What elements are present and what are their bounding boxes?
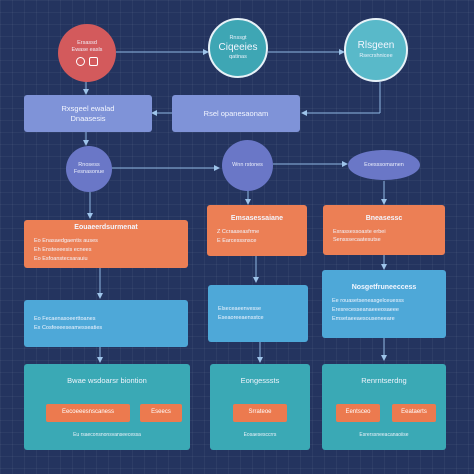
node-c3-line2: Rsecrshnicee xyxy=(359,52,393,59)
node-b2-row: Eseaoreeaensstce xyxy=(218,314,264,321)
node-c1[interactable]: Ersassd Ewase easls xyxy=(58,24,116,82)
node-r2[interactable]: Rsel opanesaonam xyxy=(172,95,300,132)
node-t3-sub1-label: Eentsceo xyxy=(345,409,371,416)
node-t1-foot: Eu rsaeconsnonsvanseecessa xyxy=(73,432,141,438)
node-r2-line1: Rsel opanesaonam xyxy=(203,108,269,118)
node-r1[interactable]: Rxsgeel ewalad Dnaasesis xyxy=(24,95,152,132)
node-t3-title: Renrntserdng xyxy=(361,376,407,385)
node-c2-line1: Rnssgt xyxy=(229,34,247,41)
node-t3-sub2-label: Eeataerts xyxy=(401,409,427,416)
node-o1-title: Eouaeerdsurmenat xyxy=(74,224,138,232)
node-c1-line2: Ewase easls xyxy=(71,47,103,53)
node-o1-row: Eo Esfoanstecsarauiu xyxy=(34,255,88,262)
node-o3-row: Sensssecaatesutse xyxy=(333,237,381,244)
node-t1-sub1[interactable]: Eecoeeesnscaness xyxy=(46,404,130,422)
node-t2-sub1[interactable]: Srrateoe xyxy=(233,404,287,422)
node-b2[interactable]: Elseceaeenvesse Eseaoreeaensstce xyxy=(208,285,308,342)
node-o2-row: Z Ccraaseasfrme xyxy=(217,229,260,235)
node-e3[interactable]: Eoesssomarnen xyxy=(348,150,420,180)
node-o3[interactable]: Bneasessc Exrassessoaste erbei Senssseca… xyxy=(323,205,445,255)
node-b1-row: Eo Fecaenasoeerttoanes xyxy=(34,315,96,322)
node-e2-line1: Wnn rstones xyxy=(232,162,263,169)
node-t3-sub2[interactable]: Eeataerts xyxy=(392,404,436,422)
node-b3-row: Ee rouasetseneasgelceuesss xyxy=(332,298,404,305)
node-o3-row: Exrassessoaste erbei xyxy=(333,228,386,235)
node-b1[interactable]: Eo Fecaenasoeerttoanes Ex Cosfeeeeseames… xyxy=(24,300,188,347)
gear-icon xyxy=(76,56,85,66)
node-r1-line1: Rxsgeel ewalad xyxy=(61,104,115,114)
node-t3-sub1[interactable]: Eentsceo xyxy=(336,404,380,422)
node-t2-foot: Eosaesesccrrs xyxy=(243,432,277,438)
node-o2-title: Emsasessaiane xyxy=(230,215,284,223)
person-icon xyxy=(89,56,98,66)
node-c2[interactable]: Rnssgt Ciqeeies qatinas xyxy=(208,18,268,78)
node-t1-sub2-label: Eseecs xyxy=(151,409,171,416)
node-b3-row: Eresrecesseanaeeeosaeee xyxy=(332,306,399,313)
node-o1-row: Eo Enasaedgaentis auses xyxy=(34,238,98,245)
node-t1[interactable]: Bwae wsdoarsr biontion Eecoeeesnscaness … xyxy=(24,364,190,450)
node-c2-line3: qatinas xyxy=(229,54,247,61)
node-c1-icons xyxy=(76,56,98,66)
node-b1-row: Ex Cosfeeeeseamesseaties xyxy=(34,324,103,331)
node-t1-sub2[interactable]: Eseecs xyxy=(140,404,182,422)
node-b3-row: Emsetaeeaesouseneeare xyxy=(332,315,395,322)
node-t3[interactable]: Renrntserdng Eentsceo Eeataerts Esrerssn… xyxy=(322,364,446,450)
node-c1-line1: Ersassd xyxy=(77,40,97,47)
node-t2[interactable]: Eongesssts Srrateoe Eosaesesccrrs xyxy=(210,364,310,450)
node-o3-title: Bneasessc xyxy=(365,214,403,222)
node-b3-title: Nosgetfruneeccess xyxy=(351,284,417,292)
node-b3[interactable]: Nosgetfruneeccess Ee rouasetseneasgelceu… xyxy=(322,270,446,338)
node-o1[interactable]: Eouaeerdsurmenat Eo Enasaedgaentis auses… xyxy=(24,220,188,268)
node-e2[interactable]: Wnn rstones xyxy=(222,140,273,191)
node-o1-row: Eh Ensteeeesis ecnees xyxy=(34,246,92,253)
node-e1-line2: Fesnasonue xyxy=(73,169,105,175)
node-t2-title: Eongesssts xyxy=(240,376,280,385)
node-c2-line2: Ciqeeies xyxy=(218,41,258,53)
node-e1[interactable]: Rnosess Fesnasonue xyxy=(66,146,112,192)
node-r1-line2: Dnaasesis xyxy=(70,113,106,123)
node-t1-sub1-label: Eecoeeesnscaness xyxy=(61,409,115,416)
node-t3-foot: Esrerssneeacanaoiise xyxy=(359,432,409,438)
node-e1-line1: Rnosess xyxy=(78,162,100,169)
node-b2-row: Elseceaeenvesse xyxy=(218,305,262,312)
node-o2-row: E Earcesssnsce xyxy=(217,237,257,244)
node-c3-line1: Rlsgeen xyxy=(357,40,395,52)
node-t1-title: Bwae wsdoarsr biontion xyxy=(67,376,147,385)
node-o2[interactable]: Emsasessaiane Z Ccraaseasfrme E Earcesss… xyxy=(207,205,307,256)
node-e3-line1: Eoesssomarnen xyxy=(364,161,404,168)
node-c3[interactable]: Rlsgeen Rsecrshnicee xyxy=(344,18,408,82)
node-t2-sub1-label: Srrateoe xyxy=(248,409,272,416)
